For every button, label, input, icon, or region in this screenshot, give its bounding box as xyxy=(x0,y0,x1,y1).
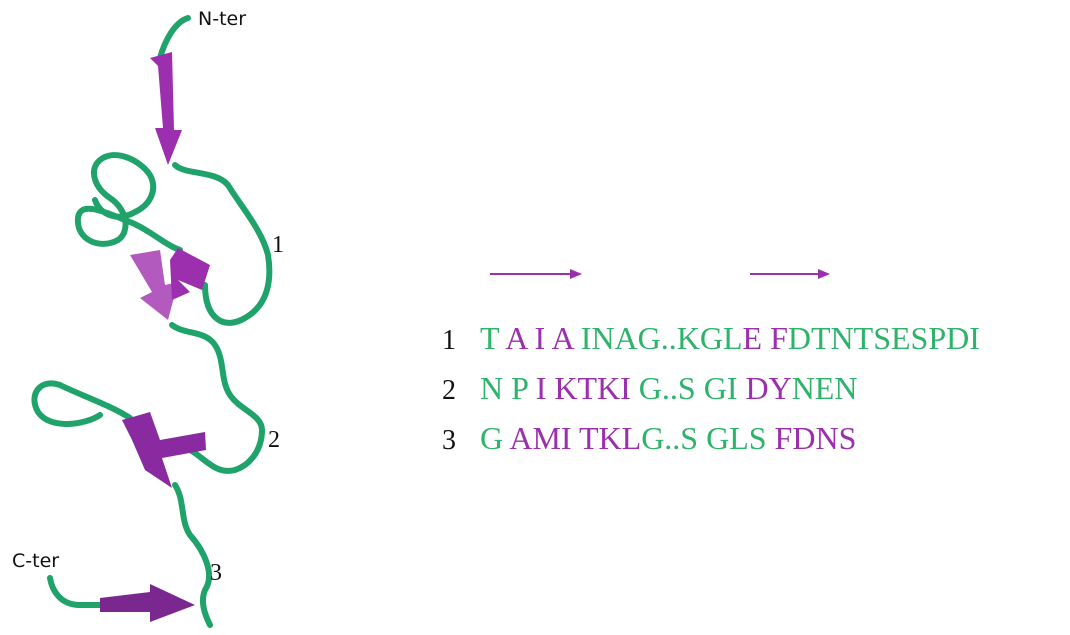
residue-segment-strand: AMI TKL xyxy=(509,420,642,456)
residue-segment-loop: G..S xyxy=(641,420,707,456)
strand-arrow-2 xyxy=(750,269,830,279)
loop-label-1: 1 xyxy=(272,232,284,258)
beta-strand-1 xyxy=(150,52,182,165)
residue-segment-strand: FDNS xyxy=(774,420,857,456)
sequence-number: 2 xyxy=(442,375,456,406)
loop-label-2: 2 xyxy=(268,427,280,453)
beta-strand-5 xyxy=(100,584,195,622)
sequence-residues: N P I KTKI G..S GI DYNEN xyxy=(480,370,857,406)
sequence-residues: T A I A INAG..KGLE FDTNTSESPDI xyxy=(480,320,980,356)
sequence-residues: G AMI TKLG..S GLS FDNS xyxy=(480,420,856,456)
residue-segment-strand: DY xyxy=(745,370,792,406)
c-terminus-label: C-ter xyxy=(12,550,60,572)
residue-segment-loop: GI xyxy=(703,370,746,406)
sequence-number: 1 xyxy=(442,325,456,356)
residue-segment-strand: E F xyxy=(742,320,788,356)
loop-label-3: 3 xyxy=(210,560,222,586)
residue-segment-strand: I KTKI xyxy=(535,370,639,406)
residue-segment-loop: G..S xyxy=(638,370,704,406)
residue-segment-loop: DTNTSESPDI xyxy=(787,320,980,356)
beta-strand-3 xyxy=(170,248,210,300)
beta-strand-2 xyxy=(130,250,178,320)
strand-arrow-1 xyxy=(490,269,582,279)
protein-ribbon-structure xyxy=(31,15,273,628)
backbone-coil xyxy=(31,15,273,628)
residue-segment-loop: T xyxy=(480,320,506,356)
beta-strand-4 xyxy=(122,412,206,488)
n-terminus-label: N-ter xyxy=(198,8,247,30)
residue-segment-loop: INAG..KGL xyxy=(580,320,743,356)
residue-segment-loop: G xyxy=(480,420,510,456)
residue-segment-strand: A I A xyxy=(505,320,581,356)
residue-segment-loop: GLS xyxy=(706,420,775,456)
sequence-number: 3 xyxy=(442,425,456,456)
strand-arrows xyxy=(490,269,830,279)
residue-segment-loop: NEN xyxy=(791,370,858,406)
residue-segment-loop: P xyxy=(511,370,536,406)
residue-segment-loop: N xyxy=(480,370,512,406)
